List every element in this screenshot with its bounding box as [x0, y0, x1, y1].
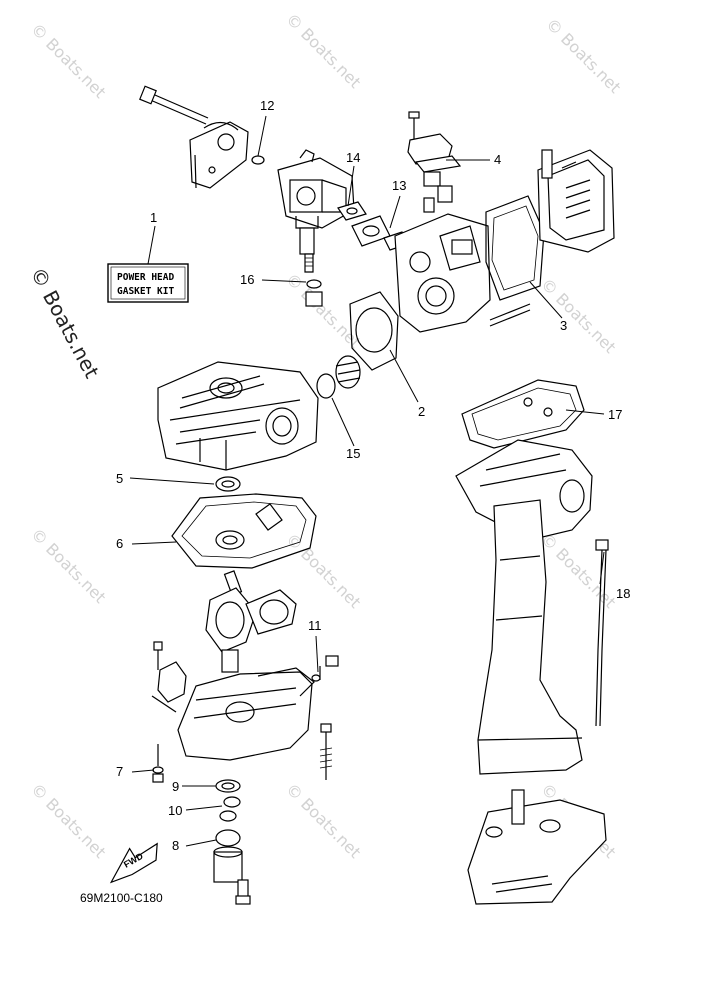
- watermark: © Boats.net: [27, 524, 109, 606]
- callout-18: 18: [616, 586, 630, 601]
- gasket-3-inner: [491, 205, 539, 291]
- callout-7: 7: [116, 764, 123, 779]
- drive-shaft-housing-drawing: [213, 846, 251, 905]
- gasket-17-drawing: [461, 379, 585, 449]
- watermark: © Boats.net: [282, 529, 364, 611]
- gasket-6-drawing: [171, 493, 317, 569]
- callout-labels: 1 2 3 4 5 6 7 8 9 10 11 12 13 14 15 16 1…: [116, 98, 630, 853]
- oil-seal-5-inner: [221, 480, 235, 488]
- callout-2: 2: [418, 404, 425, 419]
- watermark: © Boats.net: [282, 779, 364, 861]
- bearing-10b: [219, 810, 237, 822]
- o-ring-16-drawing: [305, 279, 323, 307]
- oil-seal-5: [215, 476, 241, 492]
- throttle-bracket-drawing: [139, 85, 249, 189]
- lower-unit-drawing: [467, 789, 607, 905]
- oil-seal-9: [215, 779, 241, 793]
- leader-lines: [129, 115, 605, 847]
- cylinder-block-drawing: [394, 213, 531, 333]
- callout-3: 3: [560, 318, 567, 333]
- gasket-kit-line1: POWER HEAD: [117, 272, 174, 283]
- watermark: © Boats.net: [27, 19, 109, 101]
- fwd-arrow: FWD: [109, 842, 158, 884]
- bolt-11-drawing: [311, 655, 339, 682]
- callout-11: 11: [308, 618, 322, 633]
- diagram-code: 69M2100-C180: [80, 891, 163, 905]
- callout-8: 8: [172, 838, 179, 853]
- callout-1: 1: [150, 210, 157, 225]
- callout-4: 4: [494, 152, 501, 167]
- lower-crankcase-drawing: [151, 641, 315, 761]
- callout-13: 13: [392, 178, 406, 193]
- watermark: © Boats.net: [282, 9, 364, 91]
- crankshaft-drawing: [205, 570, 297, 673]
- callout-9: 9: [172, 779, 179, 794]
- gasket-kit-line2: GASKET KIT: [117, 286, 174, 297]
- watermark: © Boats.net: [537, 274, 619, 356]
- bearing-10a: [223, 796, 241, 808]
- o-ring-15-drawing: [316, 355, 361, 399]
- o-ring-12: [251, 155, 265, 165]
- watermark: © Boats.net: [542, 14, 624, 96]
- crankcase-drawing: [157, 361, 319, 471]
- o-ring-8: [215, 829, 241, 847]
- bolt-7-drawing: [152, 723, 333, 783]
- callout-15: 15: [346, 446, 360, 461]
- gasket-2-drawing: [349, 291, 399, 371]
- watermark: © Boats.net: [27, 779, 109, 861]
- callout-6: 6: [116, 536, 123, 551]
- callout-17: 17: [608, 407, 622, 422]
- thermostat-cover-drawing: [407, 111, 462, 213]
- callout-5: 5: [116, 471, 123, 486]
- callout-12: 12: [260, 98, 274, 113]
- callout-14: 14: [346, 150, 360, 165]
- gasket-kit-box: POWER HEAD GASKET KIT: [107, 263, 189, 303]
- gasket-3: [485, 195, 545, 301]
- oil-seal-9-inner: [221, 782, 235, 790]
- side-watermark: © Boats.net: [26, 263, 105, 382]
- exhaust-cover-drawing: [537, 149, 615, 253]
- callout-10: 10: [168, 803, 182, 818]
- upper-casing-drawing: [455, 439, 593, 775]
- callout-16: 16: [240, 272, 254, 287]
